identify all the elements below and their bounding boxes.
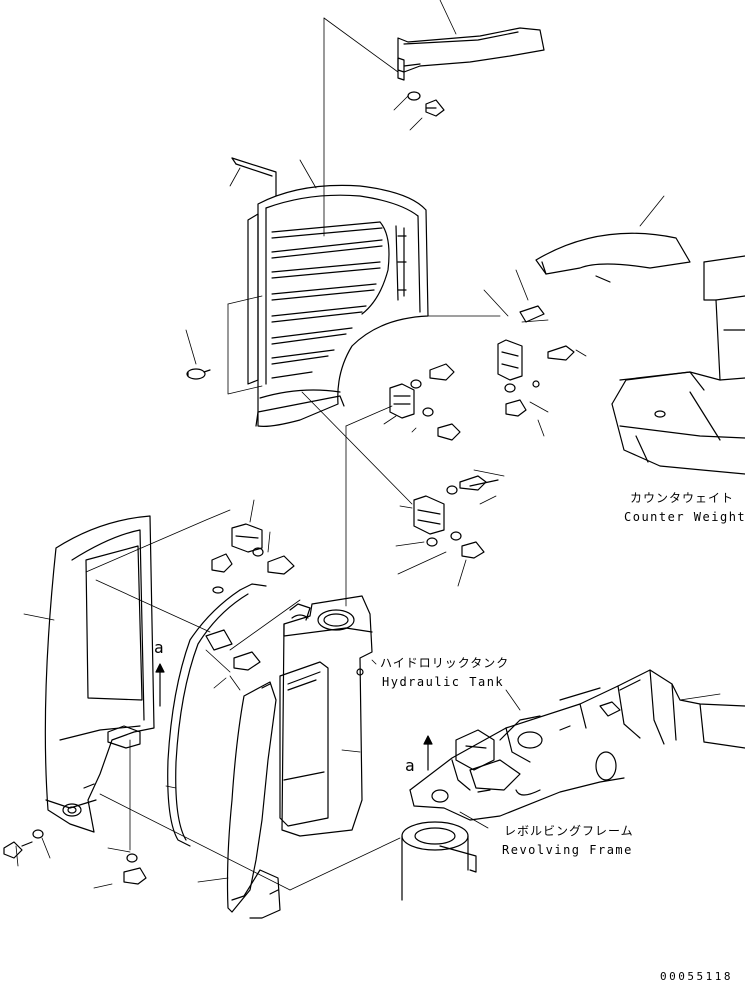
revolving-frame-label-jp: レボルビングフレーム — [504, 824, 634, 838]
lower-hinge-fasteners — [426, 475, 499, 559]
washer — [407, 91, 421, 101]
washer-set — [410, 379, 434, 417]
frame-bracket — [431, 729, 495, 803]
counterweight-label-en: Counter Weight — [624, 510, 745, 524]
bolt — [425, 99, 445, 117]
door-handle-rod — [231, 157, 277, 197]
view-arrow-a-left — [155, 663, 165, 707]
revolving-frame-label-en: Revolving Frame — [502, 843, 633, 857]
side-door-hinge — [107, 725, 141, 749]
upper-hinge — [389, 383, 415, 419]
top-cover-plate — [397, 27, 545, 81]
tank-cover-panel — [279, 661, 329, 827]
push-rivet — [186, 368, 211, 380]
view-arrow-a-right — [423, 735, 433, 771]
counterweight-label-jp: カウンタウェイト — [630, 491, 735, 505]
side-door — [44, 515, 155, 833]
frame-cylinder — [401, 821, 477, 901]
latch-bolts — [504, 345, 575, 417]
support-bracket — [231, 523, 263, 553]
grille-door — [247, 184, 429, 427]
leader-lines — [15, 0, 721, 891]
hydraulic-tank-label-en: Hydraulic Tank — [382, 675, 505, 689]
counterweight — [611, 255, 745, 475]
view-marker-a-right: a — [405, 756, 417, 775]
hydraulic-tank — [281, 595, 373, 837]
revolving-frame — [409, 669, 745, 821]
counterweight-cover — [535, 232, 691, 283]
lower-bracket — [205, 629, 261, 671]
drawing-number: 00055118 — [660, 970, 733, 982]
seal-strip — [167, 583, 267, 847]
bolt-set — [429, 363, 461, 441]
support-bolts — [211, 547, 295, 594]
hydraulic-tank-label-jp: ハイドロリックタンク — [380, 656, 510, 670]
lower-hinge — [413, 495, 445, 535]
latch-bracket — [497, 305, 545, 381]
front-side-panel — [226, 681, 281, 919]
bottom-fastener — [123, 853, 147, 885]
view-marker-a-left: a — [154, 638, 166, 657]
side-door-bolt — [3, 829, 44, 859]
